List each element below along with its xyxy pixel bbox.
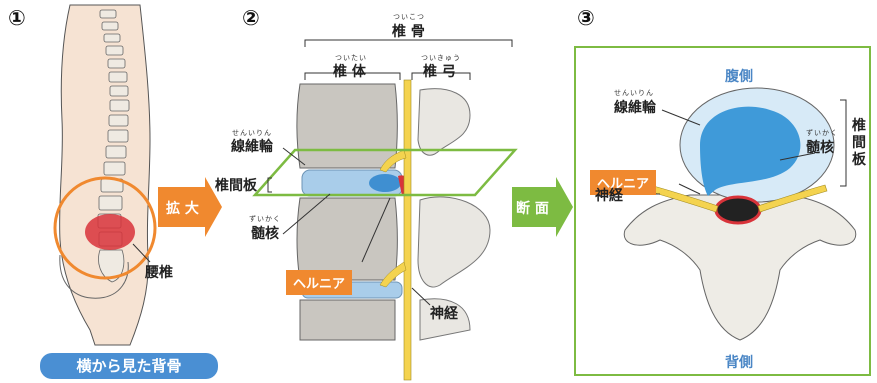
panel1-number: ① (8, 6, 26, 30)
section-arrow (512, 177, 573, 237)
arch-bracket (411, 72, 471, 80)
vertebra-bodies (296, 83, 398, 341)
spine-bracket (304, 39, 513, 47)
spinal-canal (714, 195, 762, 225)
hernia-tag-3: ヘルニア (590, 170, 657, 195)
cut-plane (252, 148, 518, 197)
zoom-arrow-label: 拡 大 (166, 201, 199, 217)
annulus-label-3: 線維輪 (614, 100, 656, 116)
nerve-roots (647, 184, 828, 213)
vertebra-arches (417, 88, 491, 341)
spine-ruby: ついこつ (393, 13, 425, 21)
annulus-ruby-2: せんいりん (232, 129, 272, 137)
panel2-number: ② (242, 6, 260, 30)
ventral-label: 腹側 (725, 69, 753, 85)
cross-section-disc (679, 87, 835, 203)
disc-label-3: 椎 間 板 (852, 118, 866, 168)
panel3-number: ③ (577, 6, 595, 30)
body-bracket (304, 72, 401, 80)
vertebral-body-ruby: ついたい (335, 54, 367, 62)
vertebral-body-label: 椎 体 (333, 64, 366, 80)
zoom-arrow (158, 177, 222, 237)
nerve-label-2: 神経 (430, 306, 458, 322)
annulus-label-2: 線維輪 (231, 139, 273, 155)
nerve-label-3: 神経 (595, 188, 623, 204)
vertebral-arch-ruby: ついきゅう (421, 54, 461, 62)
pelvis-outline (59, 254, 129, 299)
nerve-side (379, 79, 412, 381)
side-view-caption: 横から見た背骨 (40, 353, 218, 379)
annulus-ruby-3: せんいりん (614, 89, 654, 97)
nucleus-ruby-3: ずいかく (806, 129, 838, 137)
hernia-tag-2: ヘルニア (286, 270, 353, 295)
nucleus-ruby-2: ずいかく (249, 215, 281, 223)
cross-section-bone (623, 194, 857, 341)
panel2-leaders (282, 147, 431, 306)
zoom-circle (53, 176, 157, 280)
dorsal-label: 背側 (725, 355, 753, 371)
nucleus-label-3: 髄核 (806, 140, 834, 156)
lumbar-highlight (85, 214, 135, 250)
disc-label-2: 椎間板 (215, 178, 257, 194)
nucleus-label-2: 髄核 (251, 226, 279, 242)
spine-label: 椎 骨 (392, 24, 425, 40)
disc-bracket (267, 177, 272, 193)
lumbar-label: 腰椎 (145, 265, 173, 281)
section-arrow-label: 断 面 (516, 201, 549, 217)
lumbar-leader-line (132, 243, 151, 263)
vertebral-arch-label: 椎 弓 (423, 64, 456, 80)
